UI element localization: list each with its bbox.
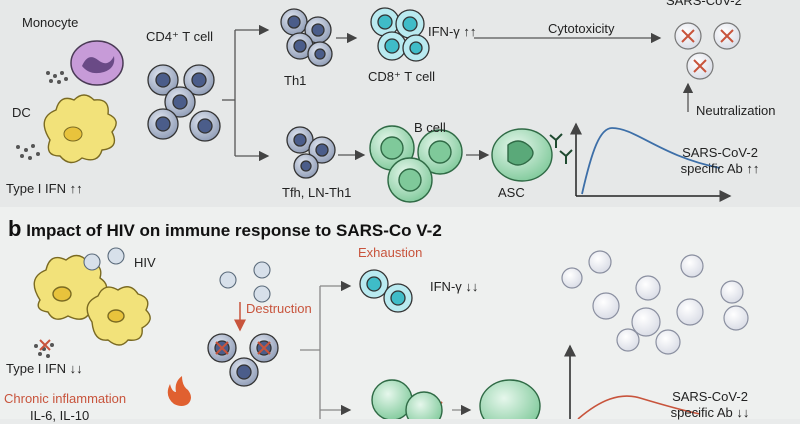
panel-b-letter: b [8,216,22,241]
label-tfh: Tfh, LN-Th1 [282,185,352,200]
label-asc: ASC [498,185,525,200]
label-sars-cov2: SARS-CoV-2 [666,0,742,8]
destroyed-tcells [207,333,279,387]
th1-cell-cluster [280,8,333,67]
dendritic-cell [16,94,117,164]
monocyte-cell [46,40,124,86]
sars-cov2-virions [674,22,741,80]
label-ifn-gamma-b: IFN-γ ↓↓ [430,279,479,294]
label-chronic-inflammation: Chronic inflammation [4,391,127,406]
label-destruction: Destruction [246,301,312,316]
label-specific-ab-a-line2: specific Ab ↑↑ [680,161,760,176]
label-cd4-tcell: CD4⁺ T cell [146,29,214,44]
label-monocyte: Monocyte [22,15,79,30]
cd4-tcell-cluster [147,64,221,142]
label-type1-ifn-a: Type I IFN ↑↑ [6,181,83,196]
blocked-ifn-dots [34,339,54,358]
sars-cov2-virions-b [561,250,749,355]
bcell-cluster [369,125,463,203]
antibody-curve-graph [570,122,732,202]
label-cytotoxicity: Cytotoxicity [548,21,615,36]
cd8-tcell-cluster [370,7,430,62]
hiv-virions [83,247,271,303]
exhausted-cd8-tcells [359,269,413,313]
antibody-curve-graph-b [564,344,701,419]
label-exhaustion: Exhaustion [358,245,423,260]
flame-icon [167,376,191,406]
label-specific-ab-b-line1: SARS-CoV-2 [672,389,748,404]
label-il6-il10: IL-6, IL-10 [30,408,90,423]
panel-b-title-text: Impact of HIV on immune response to SARS… [26,221,442,240]
label-bcell: B cell [414,120,446,135]
panel-b-title: b Impact of HIV on immune response to SA… [8,216,442,242]
asc-plasma-cell [491,128,573,182]
label-th1: Th1 [284,73,307,88]
label-type1-ifn-b: Type I IFN ↓↓ [6,361,83,376]
label-dc: DC [12,105,31,120]
impaired-bcells [371,379,541,419]
label-specific-ab-b-line2: specific Ab ↓↓ [670,405,750,420]
label-cd8-tcell: CD8⁺ T cell [368,69,436,84]
label-hiv: HIV [134,255,156,270]
tfh-cell-cluster [286,126,336,179]
label-ifn-gamma-a: IFN-γ ↑↑ [428,24,477,39]
hiv-infected-dc [33,254,151,346]
label-specific-ab-a-line1: SARS-CoV-2 [682,145,758,160]
label-neutralization: Neutralization [696,103,776,118]
